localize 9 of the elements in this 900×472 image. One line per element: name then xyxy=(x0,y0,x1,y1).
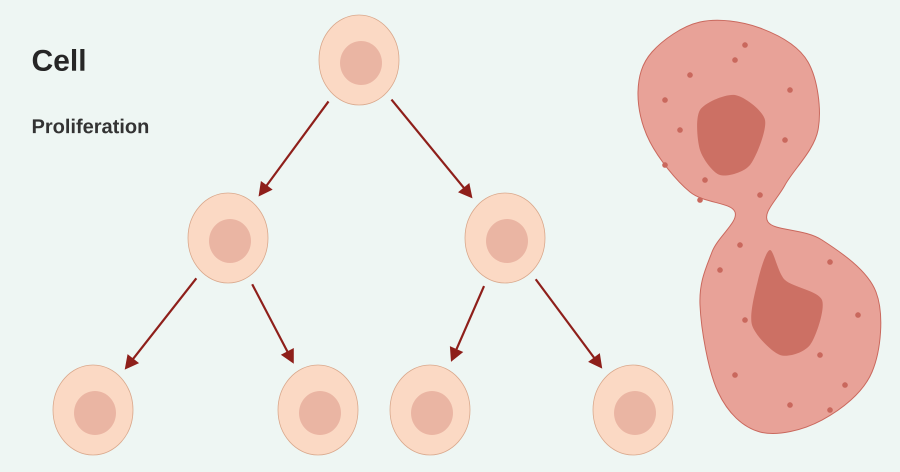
cell xyxy=(188,192,268,284)
cell xyxy=(52,364,134,456)
cell xyxy=(464,192,546,284)
cell xyxy=(278,364,358,456)
cell xyxy=(592,364,674,456)
cell xyxy=(318,14,400,106)
cell xyxy=(390,364,470,456)
subtitle: Proliferation xyxy=(32,118,148,134)
title: Cell xyxy=(32,49,84,72)
